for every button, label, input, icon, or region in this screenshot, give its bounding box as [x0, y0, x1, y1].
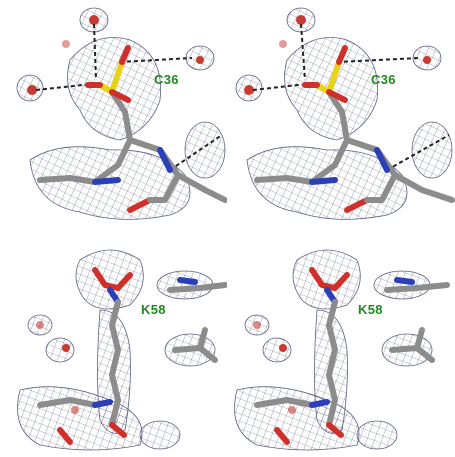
panel-c36-right: C36 [227, 0, 455, 228]
c36-right-density-map [235, 7, 455, 220]
panel-c36-left: C36 [0, 0, 228, 228]
k58-left-density-map [17, 249, 228, 451]
panel-k58-right: K58 [227, 230, 455, 457]
residue-label-c36-right: C36 [371, 72, 396, 87]
k58-right-density-map [234, 249, 450, 451]
panel-k58-left: K58 [0, 230, 228, 457]
c36-left-density-map [16, 7, 228, 220]
residue-label-k58-right: K58 [358, 302, 383, 317]
residue-label-k58-left: K58 [141, 302, 166, 317]
residue-label-c36-left: C36 [154, 72, 179, 87]
